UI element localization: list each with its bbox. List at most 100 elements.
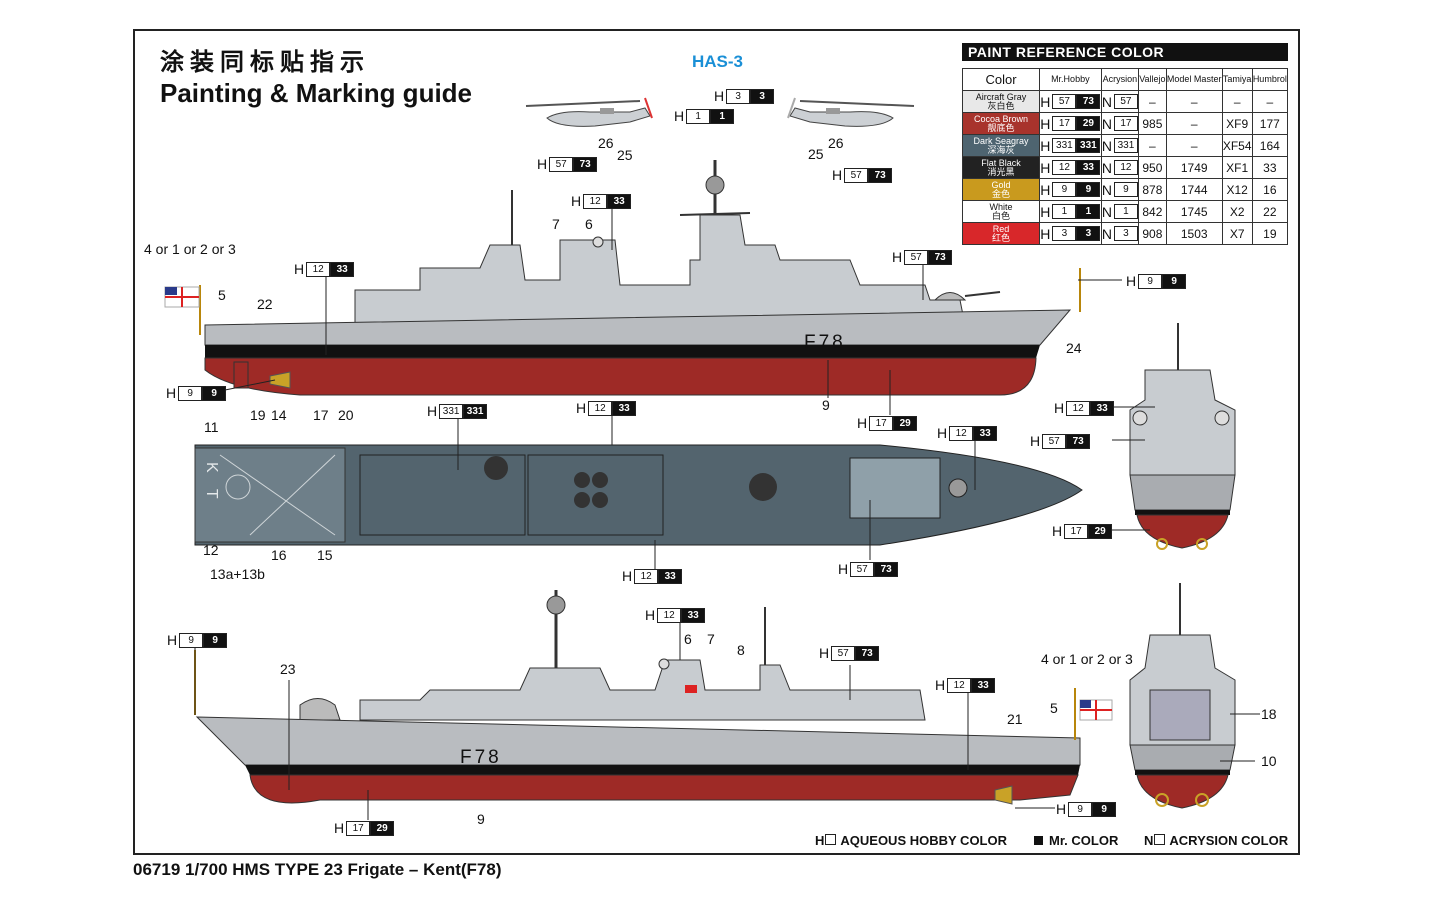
paint-tamiya-value: – xyxy=(1221,90,1253,113)
ship-deck-plan xyxy=(194,444,1083,546)
paint-tamiya-value: X2 xyxy=(1221,200,1253,223)
paint-color-name-cn: 红色 xyxy=(991,232,1010,243)
leader-lines xyxy=(194,205,1260,820)
paint-tamiya-value: XF9 xyxy=(1221,112,1253,135)
label-flag-options-top: 4 or 1 or 2 or 3 xyxy=(144,241,236,257)
paint-table-grid: Color Mr.Hobby Acrysion Vallejo Model Ma… xyxy=(962,68,1289,245)
paint-vallejo-value: 950 xyxy=(1138,156,1167,179)
paint-color-name: Gold xyxy=(991,179,1011,190)
paint-tamiya-value: X12 xyxy=(1221,178,1253,201)
deck-letters: K T xyxy=(203,462,220,505)
label-flag-options-bottom: 4 or 1 or 2 or 3 xyxy=(1041,651,1133,667)
label-25-left: 25 xyxy=(617,147,633,163)
paint-vallejo-value: – xyxy=(1138,134,1167,157)
label-25-right: 25 xyxy=(808,146,824,162)
helicopter-left xyxy=(525,97,653,127)
label-9-top: 9 xyxy=(822,397,830,413)
paint-vallejo-value: 842 xyxy=(1138,200,1167,223)
label-24: 24 xyxy=(1066,340,1082,356)
header-mrhobby: Mr.Hobby xyxy=(1039,68,1102,91)
legend-black-box-icon xyxy=(1034,836,1043,845)
paint-vallejo-value: 908 xyxy=(1138,222,1167,245)
paint-color-name: White xyxy=(989,201,1013,212)
paint-mm-value: 1745 xyxy=(1165,200,1223,223)
label-21: 21 xyxy=(1007,711,1023,727)
helicopter-label: HAS-3 xyxy=(692,52,744,71)
header-color: Color xyxy=(962,68,1040,91)
paint-color-name-cn: 灰白色 xyxy=(987,100,1015,111)
paint-tamiya-value: XF54 xyxy=(1221,134,1253,157)
legend-mr-color: Mr. COLOR xyxy=(1034,833,1118,848)
paint-humbrol-value: 19 xyxy=(1251,222,1289,245)
label-15: 15 xyxy=(317,547,333,563)
paint-humbrol-value: – xyxy=(1251,90,1289,113)
label-18: 18 xyxy=(1261,706,1277,722)
label-20: 20 xyxy=(338,407,354,423)
product-footer: 06719 1/700 HMS TYPE 23 Frigate – Kent(F… xyxy=(133,860,502,879)
label-7-bottom: 7 xyxy=(707,631,715,647)
header-humbrol: Humbrol xyxy=(1251,68,1289,91)
label-6-top: 6 xyxy=(585,216,593,232)
paint-table-title: PAINT REFERENCE COLOR xyxy=(962,43,1288,61)
header-vallejo: Vallejo xyxy=(1138,68,1167,91)
paint-color-name: Red xyxy=(992,223,1010,234)
paint-mm-value: – xyxy=(1165,134,1223,157)
hull-number-bottom: F78 xyxy=(460,747,502,768)
label-9-bottom: 9 xyxy=(477,811,485,827)
hull-number-top: F78 xyxy=(804,332,846,353)
paint-color-name-cn: 消光黑 xyxy=(987,166,1015,177)
paint-color-name-cn: 深海灰 xyxy=(987,144,1015,155)
paint-humbrol-value: 177 xyxy=(1251,112,1289,135)
label-26-left: 26 xyxy=(598,135,614,151)
paint-vallejo-value: 985 xyxy=(1138,112,1167,135)
paint-tamiya-value: XF1 xyxy=(1221,156,1253,179)
paint-color-name: Dark Seagray xyxy=(973,135,1029,146)
label-13a-13b: 13a+13b xyxy=(210,566,265,582)
label-12: 12 xyxy=(203,542,219,558)
paint-humbrol-value: 164 xyxy=(1251,134,1289,157)
paint-mm-value: 1749 xyxy=(1165,156,1223,179)
label-23: 23 xyxy=(280,661,296,677)
